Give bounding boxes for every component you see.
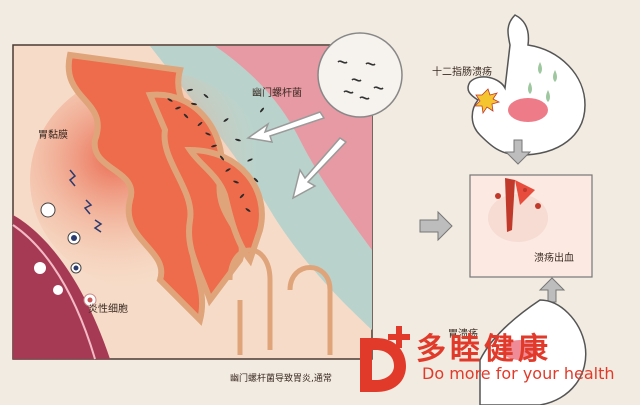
duodenal-ulcer-label: 十二指肠溃疡 — [432, 67, 492, 78]
gastric-ulcer-label: 胃溃疡 — [448, 329, 478, 340]
magnifier-circle — [317, 32, 403, 118]
signal-zigzags — [68, 169, 103, 233]
ulcer-bleeding-label: 溃疡出血 — [534, 253, 574, 264]
stomach-duodenal-ulcer — [467, 14, 586, 156]
brand-slogan-en: Do more for your health — [422, 364, 615, 383]
ulcer-bleeding-box — [469, 174, 593, 278]
brand-name-cn: 多睦健康 — [416, 332, 552, 367]
down-arrow-1 — [504, 139, 532, 165]
magnify-pointer-arrows — [246, 111, 348, 200]
stomach-villi — [65, 51, 265, 326]
gray-block-arrow — [419, 210, 453, 242]
bacteria-label: 幽门螺杆菌 — [252, 88, 302, 99]
up-arrow — [538, 277, 566, 303]
brand-watermark: 多睦健康 Do more for your health — [356, 318, 640, 405]
mucosa-panel — [12, 32, 403, 360]
stomach-gastric-ulcer — [479, 299, 587, 405]
inflammatory-cells-group — [34, 202, 97, 307]
inflammatory-cells-label: 炎性细胞 — [88, 304, 128, 315]
lower-villi — [227, 247, 333, 355]
figure-caption: 幽门螺杆菌导致胃炎,通常 — [230, 374, 332, 384]
bacteria-cluster — [167, 88, 279, 212]
brand-d-plus-logo-icon — [360, 326, 410, 392]
mucosa-label: 胃黏膜 — [38, 130, 68, 141]
